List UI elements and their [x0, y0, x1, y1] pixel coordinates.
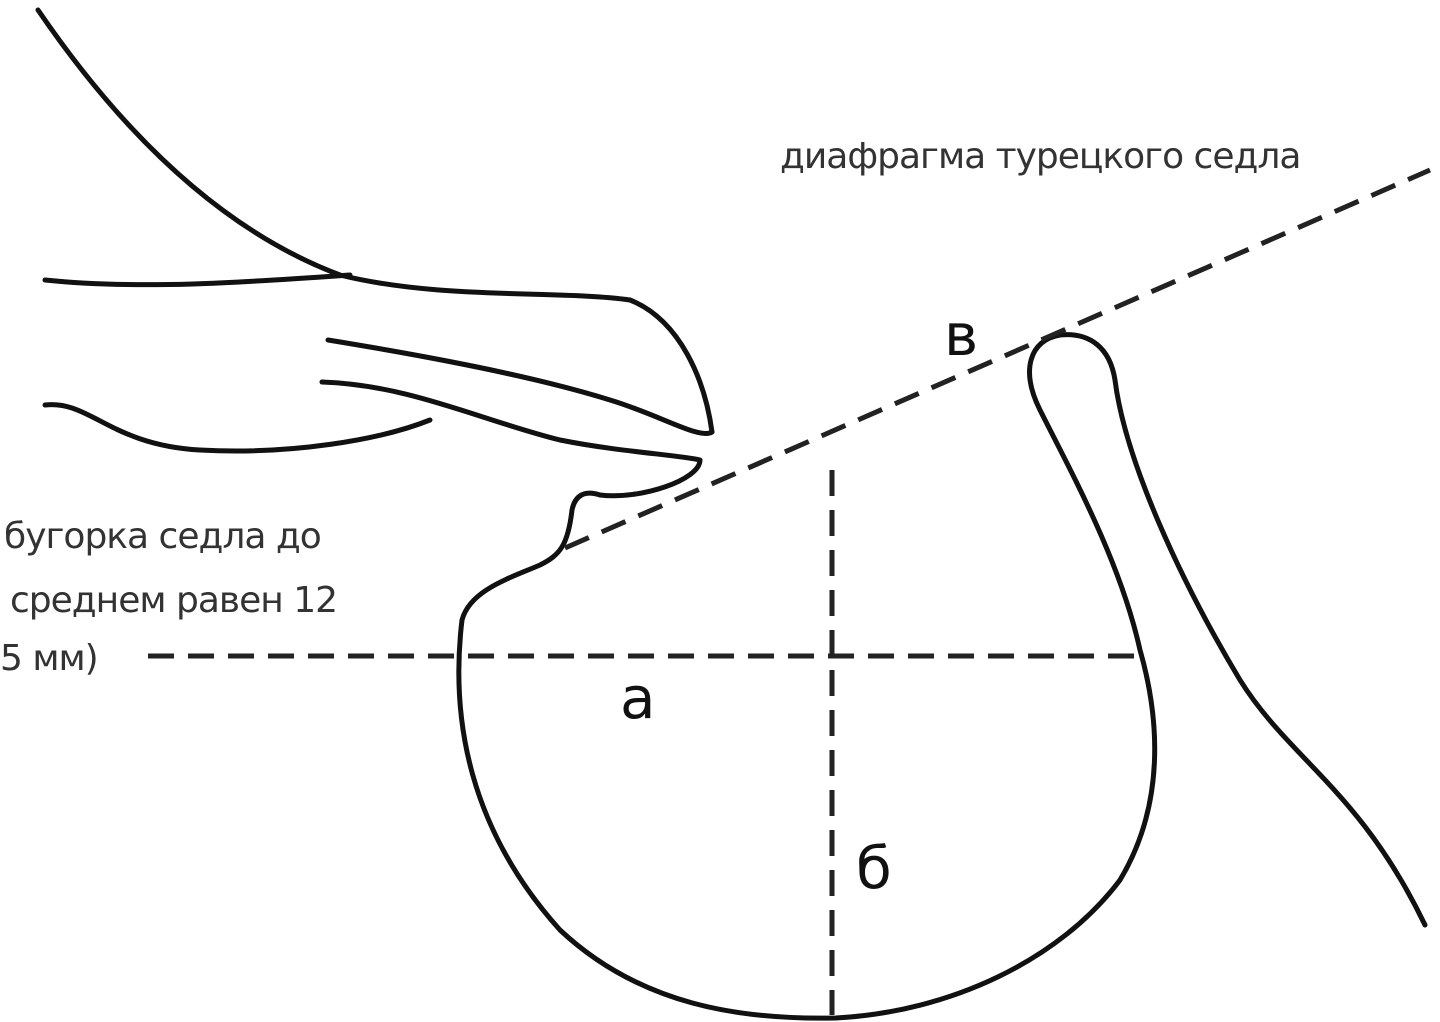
diaphragm-dashed-line	[563, 167, 1432, 551]
dimension-a-label: а	[620, 664, 656, 732]
tubercle-label-line1: бугорка седла до	[4, 516, 321, 557]
middle-process-outline	[325, 337, 715, 436]
tubercle-label-line3: 5 мм)	[0, 638, 98, 679]
dimension-b-label: б	[856, 834, 892, 902]
lower-process-outline	[319, 379, 703, 499]
upper-horizontal-outline	[42, 272, 353, 288]
diaphragm-label: диафрагма турецкого седла	[780, 136, 1300, 177]
tubercle-label-line2: среднем равен 12	[10, 580, 337, 621]
dimension-v-label: в	[944, 301, 978, 369]
sella-fossa-outline	[456, 332, 1428, 1021]
lower-left-outline	[42, 402, 433, 454]
upper-outline-curve	[35, 7, 715, 435]
